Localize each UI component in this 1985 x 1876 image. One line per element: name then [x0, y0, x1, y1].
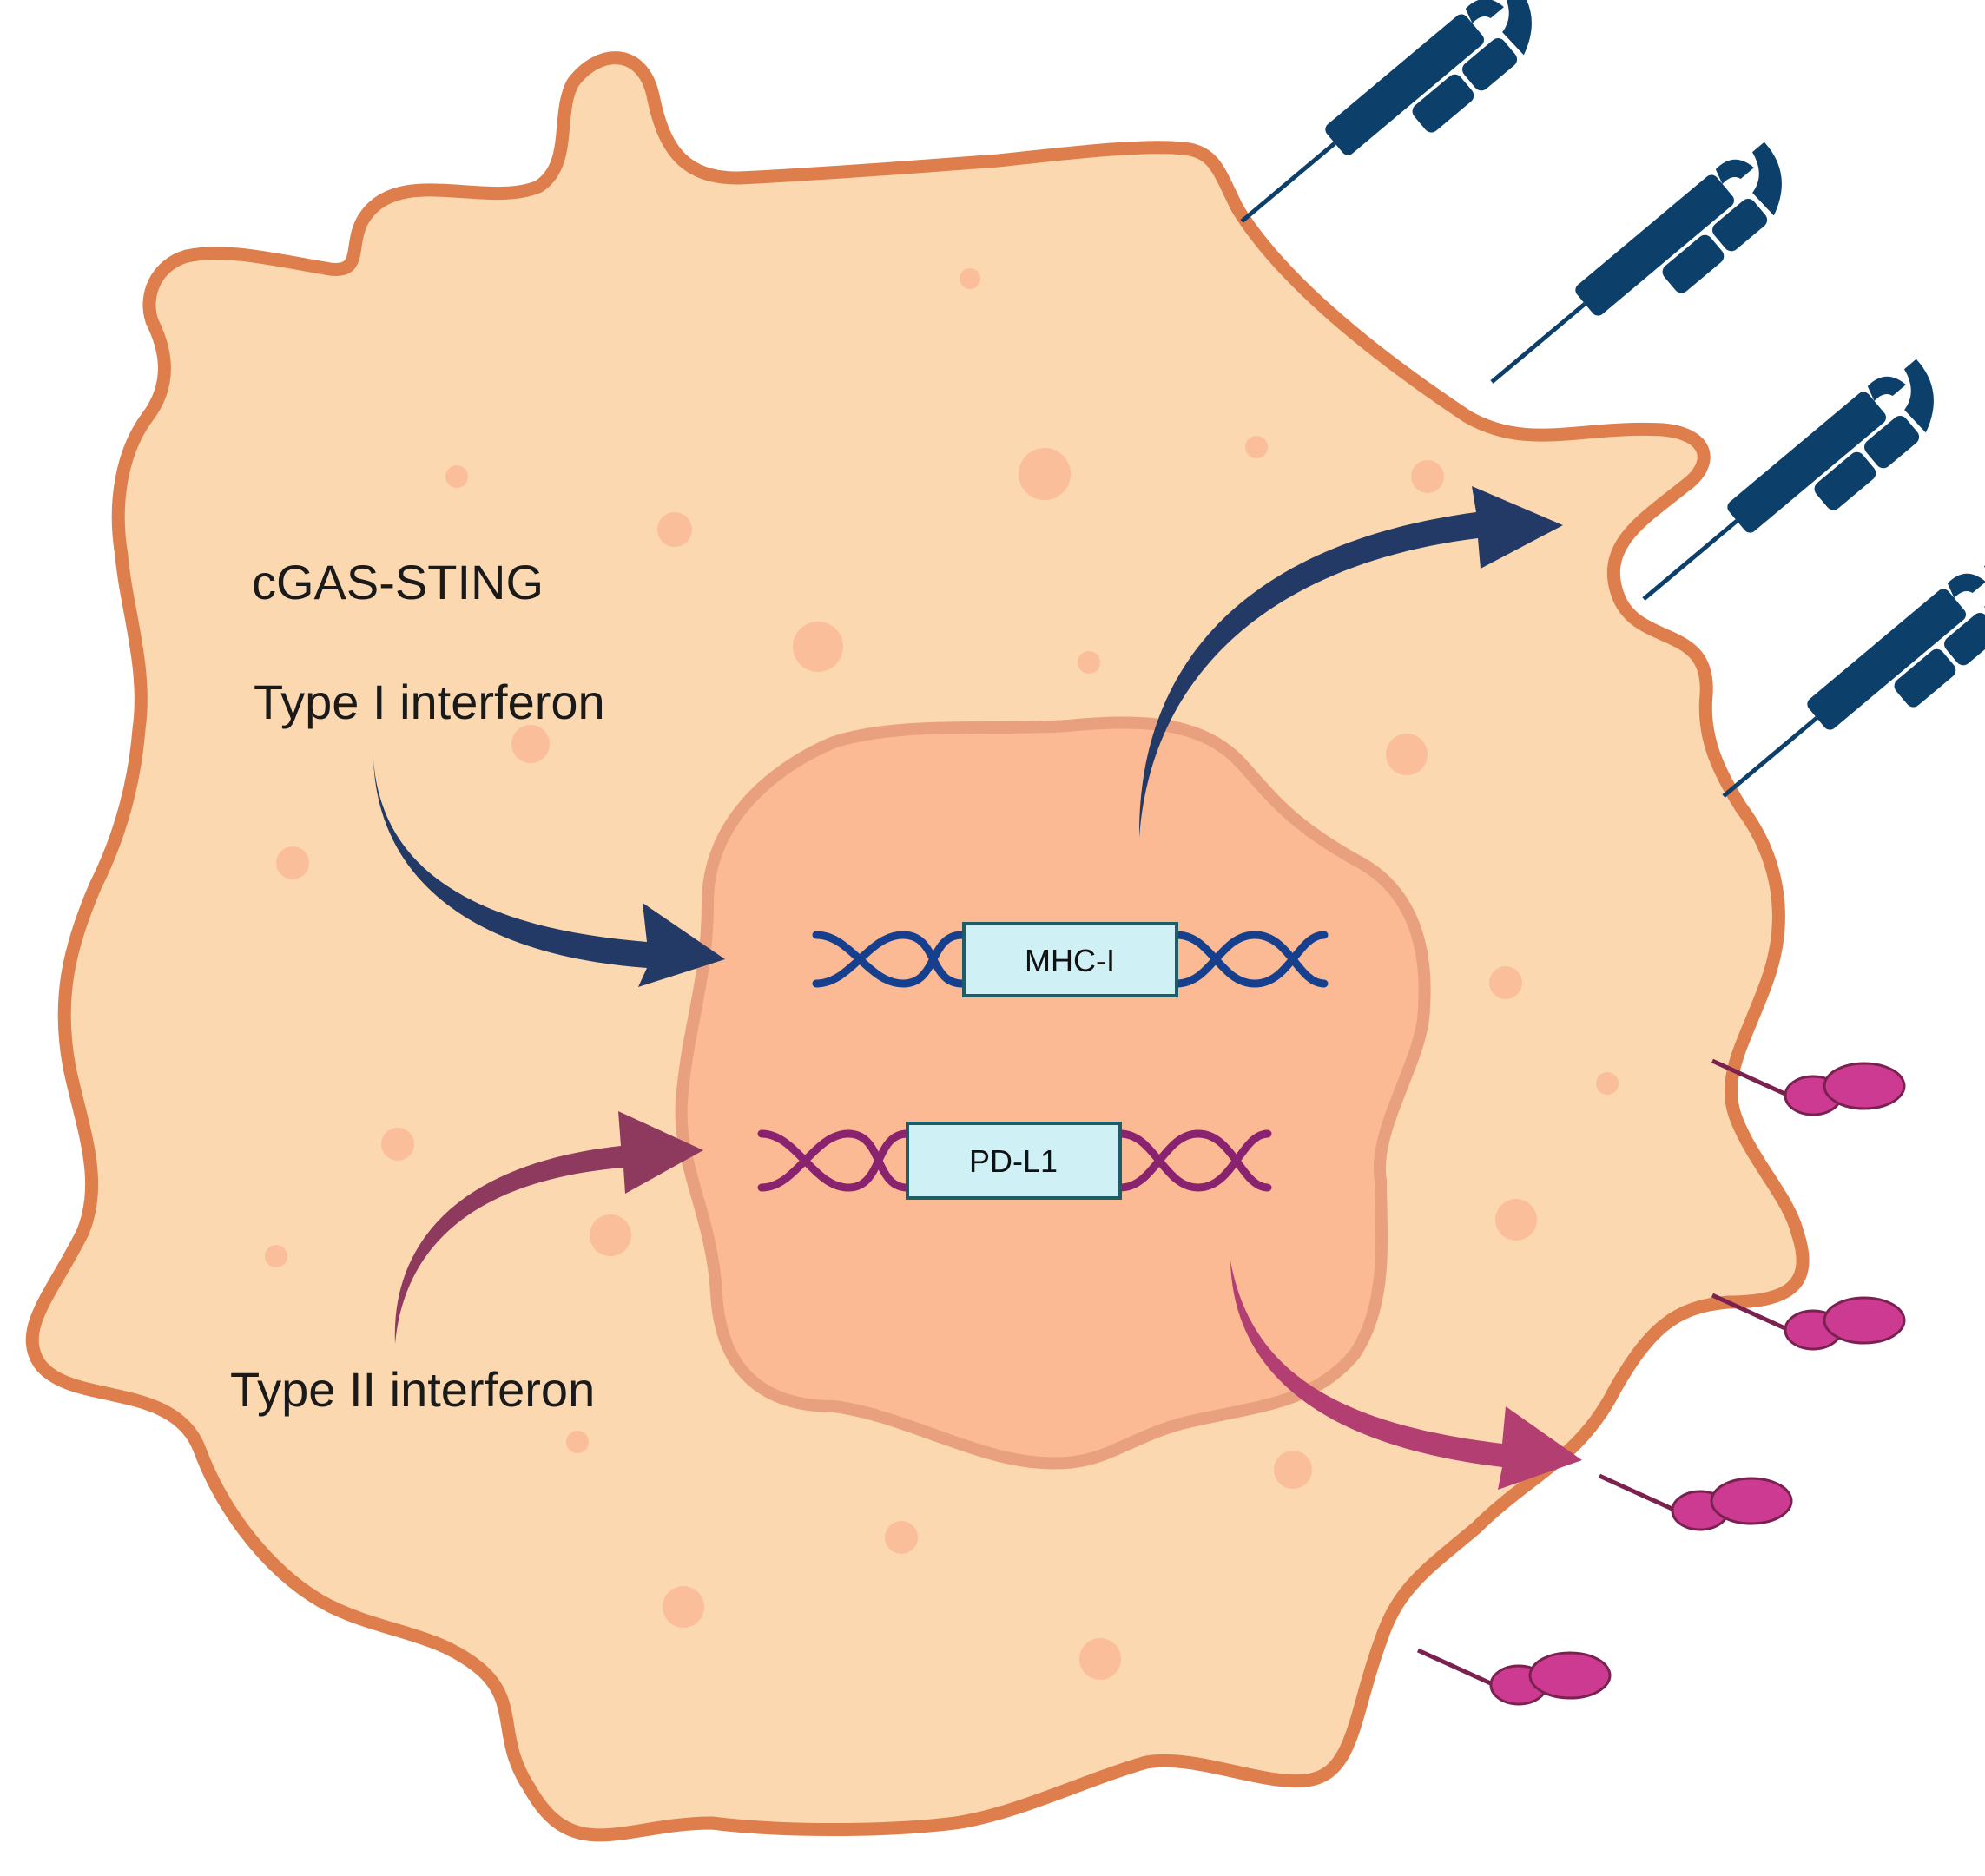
pd-l1-ligand-icon: [1711, 1293, 1906, 1351]
vesicle: [885, 1521, 918, 1554]
vesicle: [1489, 966, 1522, 999]
arrow-pdl1-to-membrane: [1230, 1261, 1582, 1490]
mhc-i-gene-label: MHC-I: [1025, 943, 1115, 978]
vesicle: [1079, 1638, 1121, 1680]
mhc-i-receptor-icon: [1642, 359, 1934, 601]
pd-l1-ligand-icon: [1416, 1648, 1612, 1706]
mhc-i-receptors: [1240, 0, 1985, 798]
vesicle: [960, 268, 980, 289]
vesicle: [445, 465, 468, 488]
dna-helix-icon: [757, 1129, 1272, 1192]
arrow-type-i-to-mhc: [373, 760, 725, 987]
mhc-i-receptor-icon: [1240, 0, 1532, 223]
vesicle: [265, 1245, 287, 1267]
mhc-i-receptor-icon: [1722, 556, 1985, 798]
vesicle: [1596, 1072, 1619, 1095]
type-ii-interferon-label: Type II interferon: [230, 1362, 595, 1417]
vesicle: [590, 1214, 631, 1256]
mhc-i-gene-box: [962, 922, 1178, 997]
vesicle: [566, 1431, 589, 1453]
pd-l1-ligand-icon: [1711, 1058, 1906, 1116]
pd-l1-ligands: [1416, 1058, 1906, 1706]
vesicle: [1245, 436, 1268, 458]
arrow-type-ii-to-pdl1: [394, 1111, 703, 1344]
vesicle: [1386, 734, 1428, 775]
vesicle: [1019, 448, 1071, 500]
vesicle: [1078, 651, 1100, 674]
vesicle: [1411, 460, 1444, 493]
cgas-sting-label: cGAS-STING: [252, 555, 544, 609]
vesicle: [276, 846, 309, 879]
pd-l1-ligand-icon: [1598, 1473, 1793, 1531]
nucleus: [675, 716, 1431, 1470]
vesicle: [793, 622, 843, 672]
type-i-interferon-label: Type I interferon: [254, 675, 605, 729]
dna-helix-icon: [812, 931, 1329, 988]
vesicle: [511, 725, 550, 763]
vesicle: [663, 1586, 704, 1628]
vesicle: [1274, 1451, 1312, 1489]
mhc-i-receptor-icon: [1490, 142, 1782, 384]
vesicle: [381, 1128, 414, 1161]
vesicle: [1495, 1199, 1537, 1241]
arrow-mhc-to-membrane: [1138, 486, 1563, 838]
vesicles: [265, 268, 1619, 1680]
pd-l1-gene-box: [906, 1122, 1122, 1200]
vesicle: [657, 512, 692, 547]
pd-l1-gene-label: PD-L1: [969, 1143, 1058, 1179]
